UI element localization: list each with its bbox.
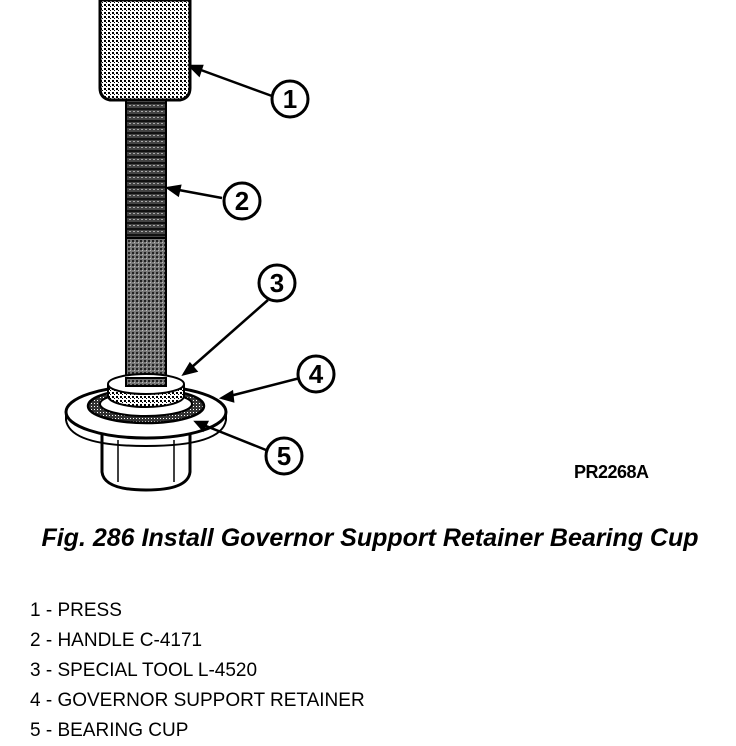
callout-3: 3	[257, 263, 297, 303]
figure-caption: Fig. 286 Install Governor Support Retain…	[41, 524, 699, 552]
callout-5: 5	[264, 436, 304, 476]
svg-text:3: 3	[270, 268, 284, 298]
retainer-assembly	[64, 373, 228, 492]
callout-4: 4	[296, 354, 336, 394]
handle	[125, 99, 167, 387]
legend-item: 2 - HANDLE C-4171	[30, 630, 203, 651]
callout-2: 2	[222, 181, 262, 221]
legend-item: 4 - GOVERNOR SUPPORT RETAINER	[30, 690, 365, 711]
svg-text:2: 2	[235, 186, 249, 216]
legend-item: 5 - BEARING CUP	[30, 720, 189, 741]
leader-lines	[164, 64, 301, 452]
legend-item: 3 - SPECIAL TOOL L-4520	[30, 660, 258, 681]
svg-text:4: 4	[309, 359, 324, 389]
legend-item: 1 - PRESS	[30, 600, 122, 621]
svg-text:5: 5	[277, 441, 291, 471]
svg-text:1: 1	[283, 84, 297, 114]
figure-code: PR2268A	[574, 462, 649, 482]
press-tool-illustration: 1 2 3 4 5	[64, 0, 336, 492]
press	[98, 0, 192, 102]
parts-legend: 1 - PRESS 2 - HANDLE C-4171 3 - SPECIAL …	[30, 596, 365, 746]
callout-1: 1	[270, 79, 310, 119]
